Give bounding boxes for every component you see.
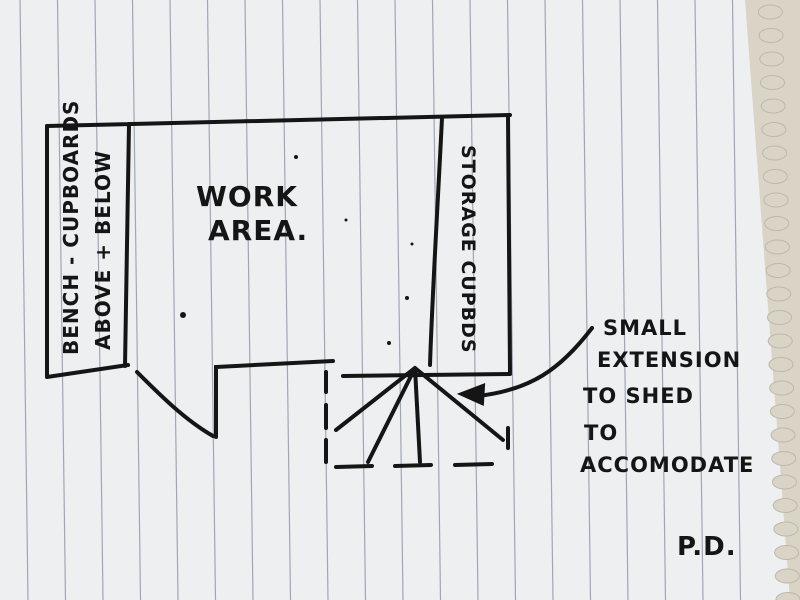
- rule-line: [469, 0, 479, 600]
- rule-line: [619, 0, 629, 600]
- rule-line: [356, 0, 367, 600]
- rule-line: [169, 0, 179, 600]
- spiral-hole: [771, 451, 797, 466]
- work-area-line1: WORK: [196, 180, 298, 213]
- spiral-hole: [765, 263, 791, 278]
- spiral-binding: [757, 4, 800, 600]
- note-line-5: ACCOMODATE: [580, 453, 754, 477]
- note-line-2: EXTENSION: [597, 348, 741, 372]
- door-jamb: [214, 359, 335, 439]
- spiral-hole: [769, 404, 795, 419]
- arrow-head: [456, 383, 486, 407]
- spiral-hole: [757, 4, 783, 20]
- rule-line: [694, 0, 704, 600]
- spiral-hole: [770, 427, 796, 443]
- rule-line: [394, 0, 404, 600]
- spiral-hole: [762, 169, 788, 184]
- spiral-hole: [759, 51, 785, 67]
- note-line-1: SMALL: [603, 316, 687, 340]
- work-area-line2: AREA.: [208, 214, 308, 247]
- rule-line: [656, 0, 667, 600]
- spiral-hole: [763, 192, 789, 208]
- rule-line: [94, 0, 104, 600]
- spiral-hole: [771, 474, 797, 490]
- spiral-hole: [772, 498, 798, 513]
- initials: P.D.: [677, 532, 737, 562]
- extension-dashed-bottom: [334, 462, 494, 469]
- bottom-wall-left: [45, 363, 130, 379]
- rule-line: [131, 0, 142, 600]
- spiral-hole: [767, 310, 793, 325]
- rule-line: [319, 0, 329, 600]
- spiral-hole: [758, 28, 784, 43]
- bench-label-line2: ABOVE + BELOW: [91, 150, 115, 350]
- rule-line: [506, 0, 517, 600]
- note-line-4: TO: [584, 421, 618, 445]
- right-wall: [506, 114, 512, 374]
- spiral-hole: [764, 216, 790, 231]
- ruled-lines: [19, 0, 742, 600]
- spiral-hole: [762, 145, 788, 161]
- rule-line: [244, 0, 254, 600]
- spiral-hole: [761, 122, 787, 137]
- rule-line: [431, 0, 442, 600]
- spiral-hole: [774, 545, 800, 560]
- spiral-hole: [764, 239, 790, 255]
- rule-line: [731, 0, 742, 600]
- rule-line: [206, 0, 217, 600]
- rule-line: [581, 0, 592, 600]
- spiral-hole: [759, 75, 785, 90]
- rule-line: [544, 0, 554, 600]
- pointer-arrow: [476, 326, 594, 398]
- rule-line: [281, 0, 292, 600]
- rule-line: [19, 0, 29, 600]
- door-arc: [135, 370, 215, 438]
- spiral-hole: [760, 98, 786, 114]
- storage-label: STORAGE CUPBDS: [457, 145, 479, 354]
- spiral-hole: [767, 333, 793, 349]
- spiral-hole: [766, 286, 792, 302]
- spiral-hole: [773, 521, 799, 537]
- door-swing-lines: [334, 366, 505, 464]
- ink-specks: [180, 155, 414, 345]
- spiral-hole: [774, 568, 800, 584]
- top-wall: [45, 113, 512, 128]
- spiral-hole: [768, 357, 794, 372]
- note-line-3: TO SHED: [583, 384, 694, 408]
- storage-divider: [428, 116, 444, 367]
- rule-line: [56, 0, 67, 600]
- bench-divider: [123, 122, 131, 368]
- bench-label-line1: BENCH - CUPBOARDS: [59, 100, 83, 355]
- floor-plan: [45, 113, 594, 469]
- spiral-hole: [769, 380, 795, 396]
